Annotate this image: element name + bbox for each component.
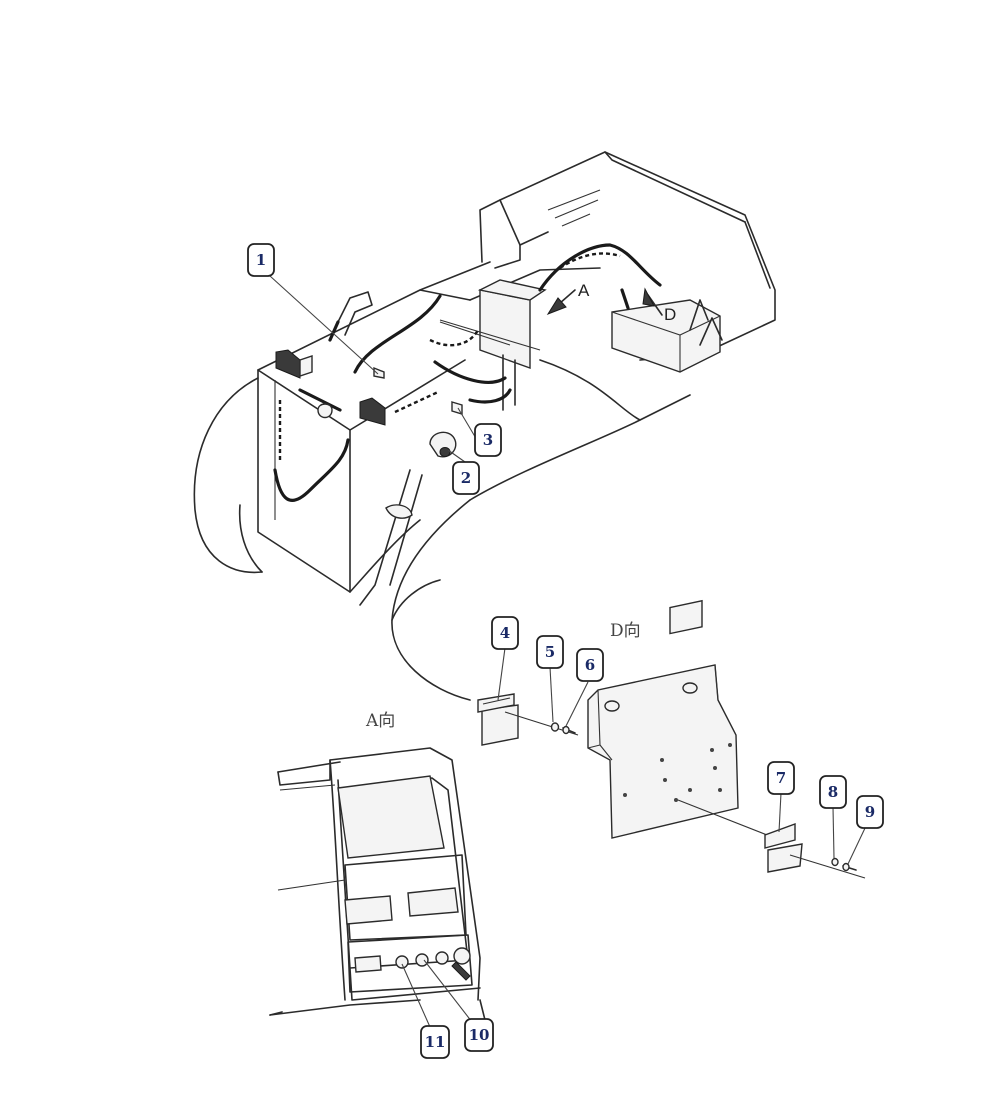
callout-4-number: 4 bbox=[500, 624, 510, 642]
callout-8: 8 bbox=[819, 775, 847, 809]
callout-5-number: 5 bbox=[545, 643, 555, 661]
leader-lines bbox=[269, 275, 867, 1028]
callout-4: 4 bbox=[491, 616, 519, 650]
machine-overview-drawing bbox=[193, 151, 776, 701]
callout-11: 11 bbox=[420, 1025, 450, 1059]
callout-10: 10 bbox=[464, 1018, 494, 1052]
callout-1-number: 1 bbox=[256, 251, 266, 269]
callout-3-number: 3 bbox=[483, 431, 493, 449]
callout-11-number: 11 bbox=[425, 1033, 446, 1051]
callout-6: 6 bbox=[576, 648, 604, 682]
direction-d-letter: D bbox=[664, 305, 676, 324]
callout-10-number: 10 bbox=[469, 1026, 490, 1044]
callout-2-number: 2 bbox=[461, 469, 471, 487]
view-a-drawing bbox=[269, 747, 491, 1041]
callout-9-number: 9 bbox=[865, 803, 875, 821]
callout-5: 5 bbox=[536, 635, 564, 669]
callout-6-number: 6 bbox=[585, 656, 595, 674]
callout-7: 7 bbox=[767, 761, 795, 795]
view-d-label: D向 bbox=[610, 621, 641, 641]
callout-2: 2 bbox=[452, 461, 480, 495]
view-d-drawing bbox=[477, 599, 866, 879]
view-a-label: A向 bbox=[365, 711, 395, 731]
callout-1: 1 bbox=[247, 243, 275, 277]
direction-a-letter: A bbox=[578, 281, 590, 300]
callout-7-number: 7 bbox=[776, 769, 786, 787]
callout-9: 9 bbox=[856, 795, 884, 829]
callout-3: 3 bbox=[474, 423, 502, 457]
callout-8-number: 8 bbox=[828, 783, 838, 801]
